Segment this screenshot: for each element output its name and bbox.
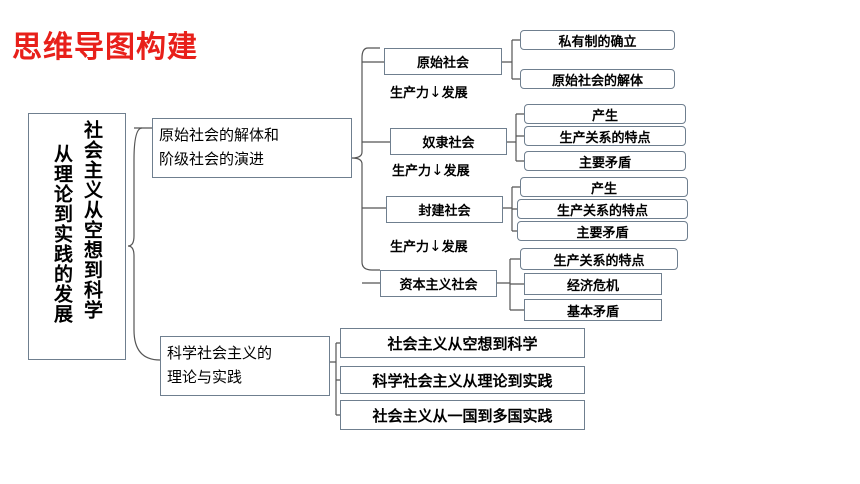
category-scientific-socialism: 科学社会主义的 理论与实践 — [160, 336, 330, 396]
down-arrow-icon: ↓ — [429, 83, 442, 101]
leaf-capitalist-1: 生产关系的特点 — [520, 248, 678, 270]
society-primitive: 原始社会 — [384, 48, 502, 75]
root-topic-box: 社会主义从空想到科学 从理论到实践的发展 — [28, 113, 126, 360]
transition-1: 生产力↓发展 — [390, 82, 468, 101]
transition-2-right: 发展 — [443, 164, 470, 179]
transition-3-left: 生产力 — [390, 240, 430, 255]
leaf-slave-2: 生产关系的特点 — [524, 126, 686, 146]
down-arrow-icon: ↓ — [431, 161, 444, 179]
leaf-primitive-2: 原始社会的解体 — [520, 69, 675, 89]
root-title-line2: 从理论到实践的发展 — [51, 144, 73, 324]
leaf-slave-1: 产生 — [524, 104, 686, 124]
transition-1-right: 发展 — [441, 86, 468, 101]
leaf-capitalist-3: 基本矛盾 — [524, 299, 662, 321]
practice-item-2: 科学社会主义从理论到实践 — [340, 366, 585, 394]
leaf-feudal-2: 生产关系的特点 — [517, 199, 688, 219]
category-primitive-to-class-society: 原始社会的解体和 阶级社会的演进 — [152, 118, 352, 178]
transition-1-left: 生产力 — [390, 86, 430, 101]
society-slave: 奴隶社会 — [390, 128, 507, 155]
root-brace — [127, 127, 161, 361]
down-arrow-icon: ↓ — [429, 237, 442, 255]
practice-item-1: 社会主义从空想到科学 — [340, 328, 585, 358]
leaf-capitalist-2: 经济危机 — [524, 273, 662, 295]
category-1-line1: 原始社会的解体和 — [159, 126, 280, 144]
leaf-feudal-3: 主要矛盾 — [517, 221, 688, 241]
cat1-brace — [351, 47, 380, 271]
page-title: 思维导图构建 — [12, 30, 198, 65]
society-capitalist: 资本主义社会 — [380, 270, 497, 297]
leaf-slave-3: 主要矛盾 — [524, 151, 686, 171]
society-feudal: 封建社会 — [386, 196, 503, 223]
root-title-line1: 社会主义从空想到科学 — [81, 120, 103, 320]
transition-2-left: 生产力 — [392, 164, 432, 179]
practice-item-3: 社会主义从一国到多国实践 — [340, 400, 585, 430]
category-2-line2: 理论与实践 — [167, 368, 243, 386]
category-2-line1: 科学社会主义的 — [167, 344, 273, 362]
leaf-primitive-1: 私有制的确立 — [520, 30, 675, 50]
transition-2: 生产力↓发展 — [392, 160, 470, 179]
transition-3: 生产力↓发展 — [390, 236, 468, 255]
leaf-feudal-1: 产生 — [520, 177, 688, 197]
category-1-line2: 阶级社会的演进 — [159, 150, 265, 168]
transition-3-right: 发展 — [441, 240, 468, 255]
